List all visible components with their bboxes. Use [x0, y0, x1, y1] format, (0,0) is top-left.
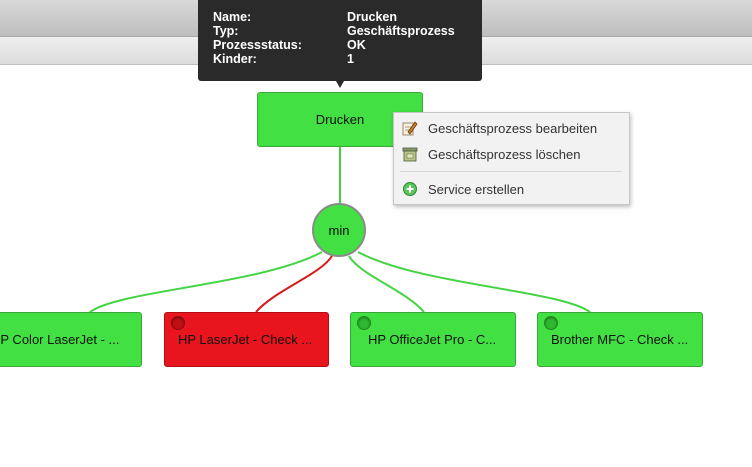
child-node-label: HP Color LaserJet - ... — [0, 332, 120, 347]
tooltip-key: Name: — [213, 10, 252, 24]
add-icon — [403, 182, 417, 196]
tooltip-key: Prozessstatus: — [213, 38, 302, 52]
status-icon — [171, 316, 185, 330]
trash-icon — [402, 147, 418, 162]
edge-min-to-child-4 — [357, 251, 591, 313]
child-node-label: Brother MFC - Check ... — [551, 332, 689, 347]
child-node-label: HP OfficeJet Pro - C... — [368, 332, 497, 347]
tooltip-value: OK — [347, 38, 366, 52]
child-node-4[interactable]: Brother MFC - Check ... — [537, 312, 703, 367]
child-node-label: HP LaserJet - Check ... — [178, 332, 313, 347]
tooltip-row: Kinder: 1 — [213, 52, 482, 66]
root-node[interactable]: Drucken — [257, 92, 423, 147]
tooltip-value: Drucken — [347, 10, 398, 24]
tooltip-key: Typ: — [213, 24, 239, 38]
child-node-2[interactable]: HP LaserJet - Check ... — [164, 312, 329, 367]
edit-icon — [402, 121, 418, 136]
tooltip-row: Typ: Geschäftsprozess — [213, 24, 482, 38]
edge-min-to-child-1 — [89, 251, 323, 313]
child-node-1[interactable]: HP Color LaserJet - ... — [0, 312, 142, 367]
root-node-label: Drucken — [315, 112, 365, 127]
menu-item-label: Geschäftsprozess löschen — [428, 146, 581, 162]
tooltip-value: 1 — [347, 52, 354, 66]
menu-item-create-service[interactable]: Service erstellen — [394, 178, 629, 200]
edge-min-to-child-2 — [255, 255, 333, 313]
edge-min-to-child-3 — [348, 255, 425, 313]
tooltip-key: Kinder: — [213, 52, 257, 66]
menu-item-label: Service erstellen — [428, 181, 525, 197]
tooltip-arrow — [336, 81, 344, 88]
tooltip-row: Name: Drucken — [213, 10, 482, 24]
status-icon — [357, 316, 371, 330]
menu-separator — [400, 171, 622, 172]
context-menu: Geschäftsprozess bearbeiten Geschäftspro… — [393, 112, 630, 205]
node-tooltip: Name: Drucken Typ: Geschäftsprozess Proz… — [198, 0, 482, 81]
aggregator-node[interactable]: min — [312, 203, 366, 257]
child-node-3[interactable]: HP OfficeJet Pro - C... — [350, 312, 516, 367]
tooltip-value: Geschäftsprozess — [347, 24, 455, 38]
menu-item-label: Geschäftsprozess bearbeiten — [428, 120, 598, 136]
menu-item-delete-process[interactable]: Geschäftsprozess löschen — [394, 143, 629, 165]
tooltip-row: Prozessstatus: OK — [213, 38, 482, 52]
menu-item-edit-process[interactable]: Geschäftsprozess bearbeiten — [394, 117, 629, 139]
aggregator-label: min — [328, 222, 350, 238]
status-icon — [544, 316, 558, 330]
